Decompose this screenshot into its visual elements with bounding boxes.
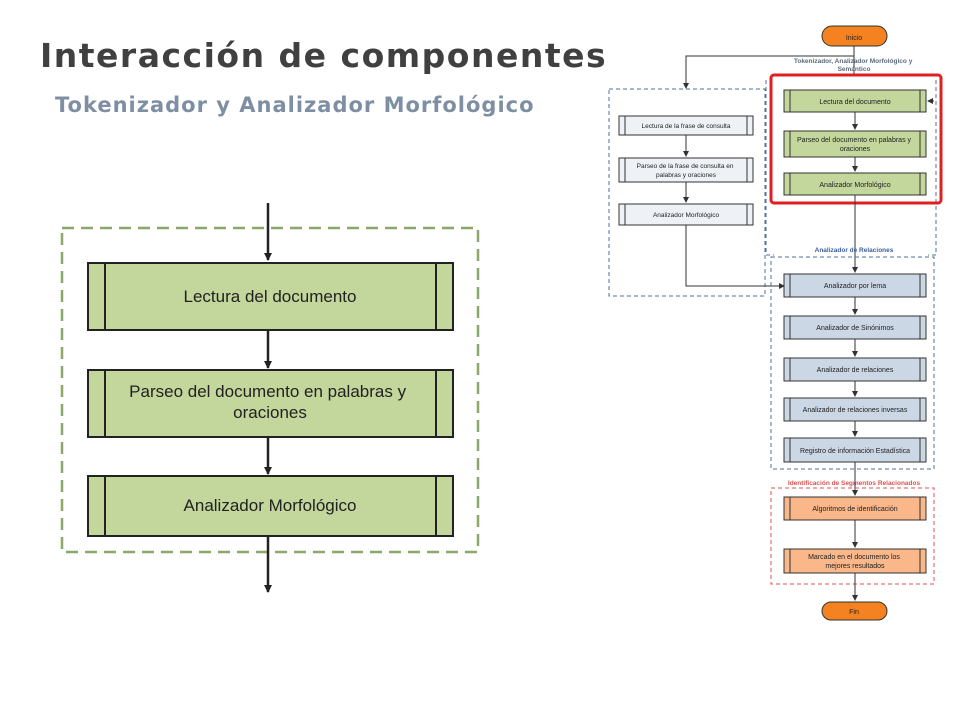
group-relations-label: Analizador de Relaciones xyxy=(815,247,894,254)
group-tokenizer-border xyxy=(765,80,774,256)
slide-subtitle: Tokenizador y Analizador Morfológico xyxy=(55,93,535,117)
group-relations-border xyxy=(770,256,935,470)
zoom-step-3-label: Analizador Morfológico xyxy=(184,496,357,515)
rel-step-5: Registro de información Estadística xyxy=(783,437,927,463)
rel-step-2-label: Analizador de Sinónimos xyxy=(816,325,894,332)
tok-step-2-label: Parseo del documento en palabras y oraci… xyxy=(797,137,913,153)
highlight-box xyxy=(769,73,943,205)
seg-step-2-label: Marcado en el documento los mejores resu… xyxy=(808,554,902,570)
zoom-step-2: Parseo del documento en palabras y oraci… xyxy=(87,369,454,438)
slide-title: Interacción de componentes xyxy=(40,36,608,75)
query-step-3-label: Analizador Morfológico xyxy=(653,212,720,219)
connector-query-relations xyxy=(685,225,785,289)
seg-step-1-label: Algoritmos de identificación xyxy=(812,506,897,513)
group-segments-border xyxy=(770,487,935,585)
tok-step-3-label: Analizador Morfológico xyxy=(819,182,890,189)
zoom-step-3: Analizador Morfológico xyxy=(87,475,454,537)
zoom-diagram: Lectura del documento Parseo del documen… xyxy=(60,203,480,593)
start-node: Inicio xyxy=(821,25,888,47)
rel-step-4-label: Analizador de relaciones inversas xyxy=(803,407,908,414)
seg-step-1: Algoritmos de identificación xyxy=(783,496,927,521)
flowchart: Inicio Tokenizador, Analizador Morfológi… xyxy=(608,25,943,621)
zoom-step-1-label: Lectura del documento xyxy=(184,287,357,306)
group-tokenizer-label: Tokenizador, Analizador Morfológico y Se… xyxy=(794,58,914,73)
query-step-2: Parseo de la frase de consulta en palabr… xyxy=(618,157,754,183)
query-step-3: Analizador Morfológico xyxy=(618,203,754,226)
query-step-1: Lectura de la frase de consulta xyxy=(618,115,754,136)
query-step-1-label: Lectura de la frase de consulta xyxy=(642,123,731,130)
rel-step-2: Analizador de Sinónimos xyxy=(783,315,927,340)
rel-step-3-label: Analizador de relaciones xyxy=(817,367,894,374)
start-label: Inicio xyxy=(846,35,862,42)
group-tokenizer-border-right xyxy=(928,80,937,256)
rel-step-3: Analizador de relaciones xyxy=(783,357,927,382)
rel-step-1: Analizador por lema xyxy=(783,273,927,298)
group-query-border xyxy=(608,88,766,297)
zoom-group-border xyxy=(60,226,480,554)
end-node: Fin xyxy=(821,601,888,621)
tok-step-1-label: Lectura del documento xyxy=(819,99,890,106)
tok-step-3: Analizador Morfológico xyxy=(783,172,927,196)
zoom-step-1: Lectura del documento xyxy=(87,262,454,331)
rel-step-1-label: Analizador por lema xyxy=(824,283,886,290)
query-step-2-label: Parseo de la frase de consulta en palabr… xyxy=(637,163,736,179)
zoom-step-2-label: Parseo del documento en palabras y oraci… xyxy=(129,382,411,422)
tok-step-1: Lectura del documento xyxy=(783,89,927,113)
tok-step-2: Parseo del documento en palabras y oraci… xyxy=(783,130,927,158)
end-label: Fin xyxy=(849,609,859,616)
rel-step-5-label: Registro de información Estadística xyxy=(800,448,910,455)
group-segments-label: Identificación de Segmentos Relacionados xyxy=(788,480,921,487)
seg-step-2: Marcado en el documento los mejores resu… xyxy=(783,548,927,574)
rel-step-4: Analizador de relaciones inversas xyxy=(783,397,927,422)
